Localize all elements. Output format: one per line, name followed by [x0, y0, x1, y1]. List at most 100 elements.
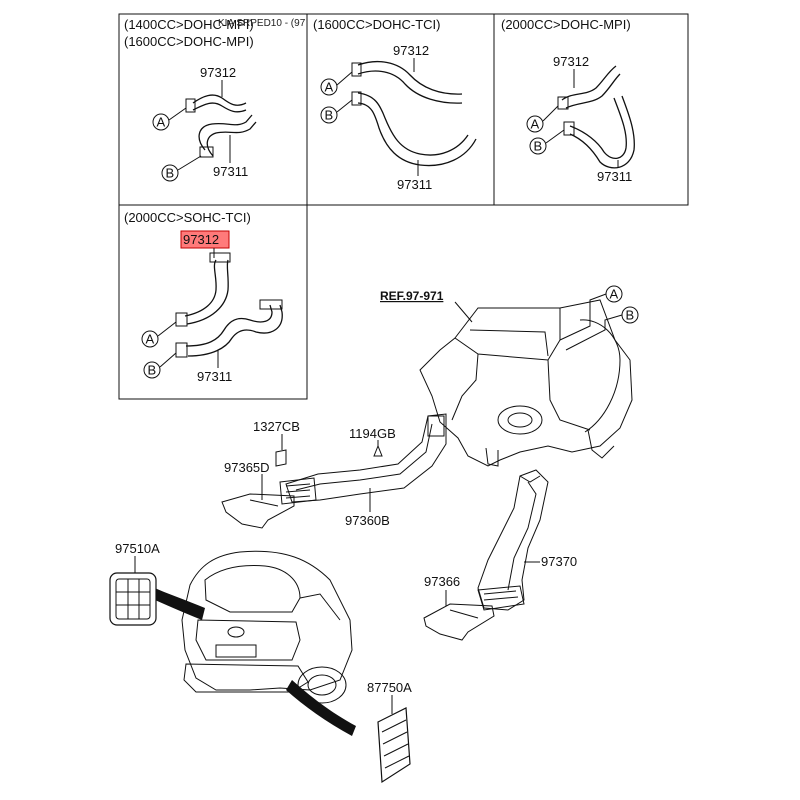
hose-97311-panel-1[interactable]	[198, 114, 253, 151]
blower-motor-inner	[507, 412, 533, 428]
vehicle-rear-view	[146, 550, 356, 736]
part-label-97366[interactable]: 97366	[424, 574, 460, 589]
clamp-icon	[351, 62, 362, 77]
duct-97366[interactable]	[423, 603, 495, 641]
panel-2-callout-a: A	[325, 80, 334, 95]
panel-4-leader-b	[159, 352, 177, 368]
panel-4-callout-b: B	[148, 363, 157, 378]
vent-grille-97510a[interactable]	[109, 572, 157, 626]
panel-3-leader-a	[542, 105, 559, 122]
vent-grille-87750a[interactable]	[377, 707, 411, 784]
callout-arrow-87750a	[286, 680, 356, 736]
panel-3-part-upper[interactable]: 97312	[553, 54, 589, 69]
highlighted-part-label[interactable]: 97312	[183, 232, 219, 247]
clamp-icon	[563, 121, 575, 136]
panel-4-callout-a: A	[146, 332, 155, 347]
panel-2-leader-b	[336, 99, 353, 113]
panel-1-header-line2: (1600CC>DOHC-MPI)	[124, 34, 254, 49]
clamp-icon	[185, 98, 196, 113]
hose-97311-panel-4[interactable]	[185, 304, 273, 347]
panel-2-part-lower[interactable]: 97311	[397, 177, 432, 192]
hose-97311-panel-2[interactable]	[357, 92, 469, 156]
hose-97312-panel-4[interactable]	[184, 259, 217, 317]
part-label-97365d[interactable]: 97365D	[224, 460, 270, 475]
panel-1014-1600-dohc-mpi: (1400CC>DOHC-MPI) (1600CC>DOHC-MPI) KIA …	[124, 17, 306, 182]
vent-slot	[384, 755, 410, 769]
panel-4-leader-a	[157, 321, 177, 337]
hose-97312-panel-4-edge	[186, 259, 229, 325]
panel-grid-top	[118, 13, 689, 206]
panel-3-leader-b	[545, 129, 565, 144]
callout-a-icon	[141, 330, 159, 348]
callout-a-icon	[526, 115, 544, 133]
panel-1-leader-a	[168, 107, 187, 121]
hose-97311-panel-4-edge	[187, 304, 283, 357]
duct-97366-crease	[449, 609, 479, 619]
vehicle-body-outline	[181, 550, 353, 691]
reference-leader-b	[565, 314, 623, 351]
callout-b-icon	[529, 137, 547, 155]
callout-b-icon	[161, 164, 179, 182]
clamp-icon	[199, 146, 214, 158]
panel-1-part-upper[interactable]: 97312	[200, 65, 236, 80]
panel-2-part-upper[interactable]: 97312	[393, 43, 429, 58]
part-label-1194gb[interactable]: 1194GB	[349, 426, 396, 441]
panel-1-leader-b	[177, 155, 202, 171]
clamp-icon	[175, 312, 188, 327]
duct-97370-grille	[477, 585, 525, 611]
callout-b-icon	[320, 106, 338, 124]
clamp-icon	[209, 252, 231, 263]
duct-97365d[interactable]	[221, 493, 295, 529]
panel-1-header-line1: (1400CC>DOHC-MPI)	[124, 17, 254, 32]
part-label-1327cb[interactable]: 1327CB	[253, 419, 300, 434]
screw-1194gb-icon	[373, 444, 383, 457]
panel-3-header-line1: (2000CC>DOHC-MPI)	[501, 17, 631, 32]
highlight-box[interactable]	[180, 230, 230, 249]
hose-97311-panel-3[interactable]	[569, 97, 627, 159]
duct-97365d-crease	[249, 499, 279, 507]
reference-label[interactable]: REF.97-971	[380, 289, 444, 303]
vent-grille-97510a-frame	[109, 572, 157, 626]
duct-97370-crease	[507, 481, 537, 591]
duct-97360b-grille	[279, 477, 317, 505]
blower-housing	[579, 319, 621, 433]
grille-line	[483, 596, 519, 601]
grille-line	[285, 483, 311, 487]
duct-97360b[interactable]	[285, 413, 447, 503]
panel-1600-dohc-tci: (1600CC>DOHC-TCI) 97312 A B 97311	[313, 17, 477, 192]
part-label-87750a[interactable]: 87750A	[367, 680, 412, 695]
panel-4-header-line1: (2000CC>SOHC-TCI)	[124, 210, 251, 225]
callout-b-icon	[143, 361, 161, 379]
clamp-icon	[351, 91, 362, 106]
vent-slot	[381, 719, 407, 733]
heater-front-edge	[451, 353, 479, 421]
hose-97312-panel-3[interactable]	[561, 65, 617, 101]
panel-2000-dohc-mpi: (2000CC>DOHC-MPI) 97312 A B 97311	[501, 17, 635, 184]
hose-97312-panel-3-edge	[565, 73, 621, 109]
watermark: KIA SRPED10 - (97	[218, 18, 306, 29]
hose-97312-panel-2[interactable]	[357, 61, 463, 95]
part-label-97510a[interactable]: 97510A	[115, 541, 160, 556]
rear-duct-right-assembly	[423, 469, 549, 641]
part-label-97370[interactable]: 97370	[541, 554, 577, 569]
clip-1327cb-icon	[275, 449, 287, 467]
reference-callout-a: A	[610, 287, 619, 302]
clamp-icon	[175, 342, 188, 358]
hose-97312-panel-1-edge	[192, 102, 247, 113]
part-label-97360b[interactable]: 97360B	[345, 513, 390, 528]
hose-97312-panel-1[interactable]	[192, 94, 247, 106]
duct-97360b-outlet	[427, 415, 445, 437]
callout-a-icon	[152, 113, 170, 131]
panel-1-callout-b: B	[166, 166, 175, 181]
panel-2-callout-b: B	[325, 108, 334, 123]
panel-4-part-lower[interactable]: 97311	[197, 369, 232, 384]
panel-3-part-lower[interactable]: 97311	[597, 169, 632, 184]
grille-line	[483, 590, 517, 595]
duct-97370-inlet	[519, 475, 541, 483]
panel-1-part-lower[interactable]: 97311	[213, 164, 248, 179]
drain-outlet	[485, 447, 499, 467]
hose-97311-panel-2-edge	[357, 102, 477, 167]
hose-97311-panel-1-edge	[206, 121, 257, 157]
grille-line	[285, 489, 311, 493]
